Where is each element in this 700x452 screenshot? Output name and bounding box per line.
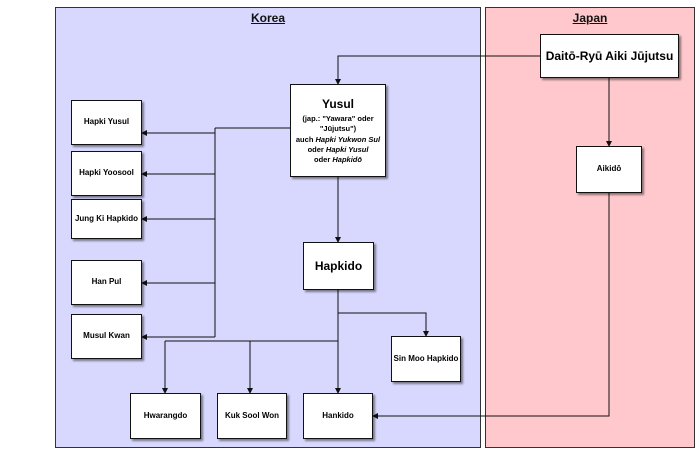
- yusul-line-4: oder Hapki Yusul: [307, 144, 369, 154]
- korea-region-title: Korea: [250, 11, 285, 25]
- node-kuk-sool-won: Kuk Sool Won: [217, 393, 287, 439]
- node-yusul: Yusul (jap.: "Yawara" oder "Jūjutsu") au…: [290, 84, 386, 177]
- connector-aikido-to-hankido: [372, 193, 610, 419]
- node-hankido: Hankido: [303, 393, 373, 439]
- japan-region: Japan: [485, 7, 695, 448]
- japan-region-title: Japan: [572, 11, 608, 25]
- yusul-line-3: auch Hapki Yukwon Sul: [295, 134, 381, 144]
- connector-daito-to-yusul: [335, 55, 540, 85]
- node-hapki-yoosool: Hapki Yoosool: [71, 151, 142, 196]
- node-hapkido: Hapkido: [303, 242, 374, 290]
- node-musul-kwan: Musul Kwan: [71, 314, 142, 359]
- node-hapki-yusul: Hapki Yusul: [71, 100, 142, 145]
- node-jung-ki-hapkido: Jung Ki Hapkido: [71, 199, 142, 239]
- node-daito-ryu: Daitō-Ryū Aiki Jūjutsu: [540, 34, 679, 78]
- yusul-line-1: (jap.: "Yawara" oder: [302, 114, 374, 124]
- yusul-title: Yusul: [321, 97, 354, 112]
- yusul-line-5: oder Hapkidō: [314, 154, 362, 164]
- node-sin-moo-hapkido: Sin Moo Hapkido: [391, 336, 461, 382]
- node-aikido: Aikidō: [576, 146, 642, 193]
- connector-hapkido-to-sinmoo: [337, 290, 429, 337]
- yusul-line-2: "Jūjutsu"): [319, 124, 357, 134]
- node-han-pul: Han Pul: [71, 260, 142, 305]
- node-hwarangdo: Hwarangdo: [130, 393, 201, 439]
